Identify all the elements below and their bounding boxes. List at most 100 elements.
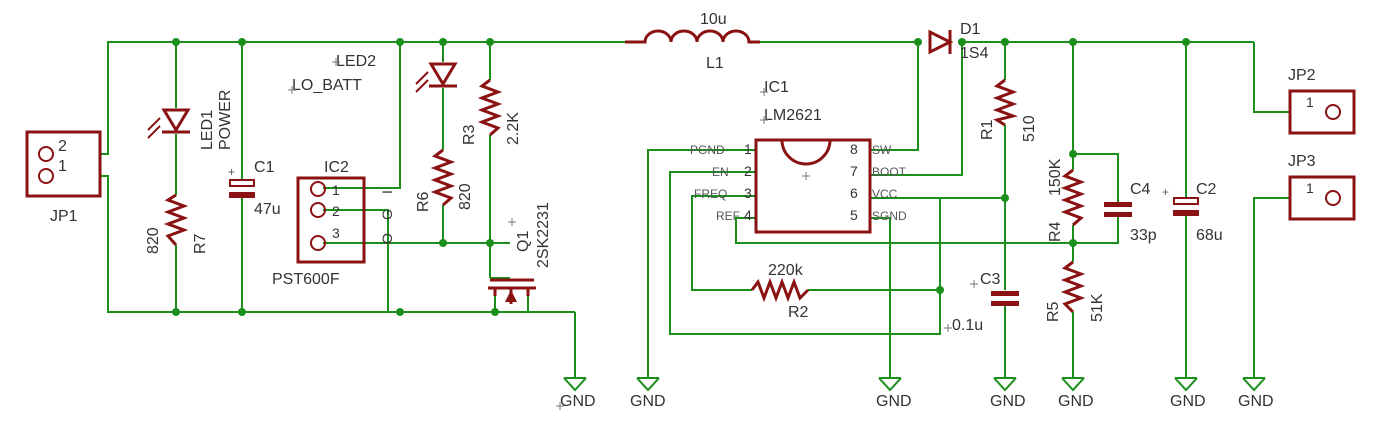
ic1-pin3-name: FREQ [694, 187, 727, 201]
ic2-pin1-label: 1 [332, 182, 340, 198]
r6-value: 820 [457, 183, 474, 210]
ic1-pin2-name: EN [712, 165, 729, 179]
r5-name: R5 [1045, 301, 1062, 322]
c2-value: 68u [1196, 227, 1223, 244]
ic1-pin5-name: SGND [872, 209, 907, 223]
capacitor-c4: C4 33p [1104, 181, 1157, 244]
ic1-pin6-name: VCC [872, 187, 898, 201]
gnd-label: GND [560, 393, 596, 410]
d1-value: 1S4 [960, 45, 989, 62]
r3-name: R3 [461, 124, 478, 145]
c4-name: C4 [1130, 181, 1151, 198]
l1-value: 10u [700, 11, 727, 28]
ic1-pin7-name: BOOT [872, 165, 907, 179]
r2-name: R2 [788, 304, 809, 321]
gnd-r5: GND [1058, 377, 1094, 410]
jp1-pin1-label: 1 [58, 158, 67, 175]
r1-value: 510 [1021, 115, 1038, 142]
capacitor-c3: C3 0.1u [952, 271, 1019, 334]
svg-text:+: + [228, 165, 235, 179]
ic1-pin6-num: 6 [850, 185, 858, 201]
ic1-pin5-num: 5 [850, 207, 858, 223]
resistor-r4: R4 150K [1047, 158, 1086, 242]
ic1-pin8-num: 8 [850, 141, 858, 157]
c1-value: 47u [254, 201, 281, 218]
ic1-pin8-name: SW [872, 143, 892, 157]
gnd-c3: GND [990, 377, 1026, 410]
ic1-pin3-num: 3 [744, 185, 752, 201]
mosfet-q1: Q1 2SK2231 [488, 202, 552, 304]
resistor-r2: 220k R2 [750, 262, 810, 321]
c3-name: C3 [980, 271, 1001, 288]
gnd-jp3: GND [1238, 377, 1274, 410]
origin-markers [288, 58, 978, 410]
gnd-ic1-pgnd: GND [630, 377, 666, 410]
gnd-label: GND [1170, 393, 1206, 410]
led1-value: POWER [217, 90, 234, 150]
r3-value: 2.2K [505, 112, 522, 145]
capacitor-c2: + C2 68u [1162, 181, 1223, 244]
r2-value: 220k [768, 262, 804, 279]
r7-name: R7 [192, 233, 209, 254]
ic2-pin2-label: 2 [332, 203, 340, 219]
r7-value: 820 [145, 227, 162, 254]
c3-value: 0.1u [952, 317, 983, 334]
led-led2: LED2 LO_BATT [292, 53, 458, 94]
led2-name: LED2 [336, 53, 376, 70]
resistor-r7: 820 R7 [145, 193, 209, 254]
ic1-pin2-num: 2 [744, 163, 752, 179]
jp2-name: JP2 [1288, 67, 1316, 84]
resistor-r6: R6 820 [415, 148, 474, 212]
ic1-pin7-num: 7 [850, 163, 858, 179]
led1-name: LED1 [199, 110, 216, 150]
resistor-r3: R3 2.2K [461, 78, 522, 145]
ic2-pin3-label: 3 [332, 225, 340, 241]
regulator-ic2: 1 2 3 I G O IC2 PST600F [272, 159, 395, 288]
connector-jp2: 1 JP2 [1288, 67, 1356, 135]
gnd-label: GND [1238, 393, 1274, 410]
ic1-name: IC1 [764, 79, 789, 96]
wires [100, 41, 1290, 378]
gnd-c2: GND [1170, 377, 1206, 410]
jp1-name: JP1 [50, 208, 78, 225]
r4-name: R4 [1047, 221, 1064, 242]
ic1-pin4-name: REF [716, 209, 740, 223]
gnd-ic1-sgnd: GND [876, 377, 912, 410]
ic2-name: IC2 [324, 159, 349, 176]
junctions [172, 38, 1190, 316]
svg-text:+: + [1162, 185, 1169, 199]
diode-d1: D1 1S4 [928, 21, 989, 62]
l1-name: L1 [706, 55, 724, 72]
inductor-l1: 10u L1 [625, 11, 760, 72]
connector-jp3: 1 JP3 [1288, 153, 1356, 221]
resistor-r5: R5 51K [1045, 260, 1106, 322]
resistor-r1: R1 510 [979, 78, 1038, 142]
d1-name: D1 [960, 21, 981, 38]
gnd-label: GND [630, 393, 666, 410]
q1-value: 2SK2231 [535, 202, 552, 268]
gnd-label: GND [1058, 393, 1094, 410]
ic1-pin1-name: PGND [690, 143, 725, 157]
capacitor-c1: + C1 47u [228, 159, 281, 218]
r6-name: R6 [415, 191, 432, 212]
gnd-label: GND [990, 393, 1026, 410]
gnd-label: GND [876, 393, 912, 410]
connector-jp1: 2 1 JP1 [25, 130, 102, 225]
ic1-pin4-num: 4 [744, 207, 752, 223]
r4-value: 150K [1047, 158, 1064, 196]
c4-value: 33p [1130, 227, 1157, 244]
jp3-pin1-label: 1 [1306, 180, 1314, 196]
c2-name: C2 [1196, 181, 1217, 198]
ic2-pin-i: I [379, 190, 395, 194]
ic1-value: LM2621 [764, 107, 822, 124]
r1-name: R1 [979, 119, 996, 140]
led2-value: LO_BATT [292, 77, 362, 94]
ic-ic1: IC1 LM2621 1 PGND 2 EN 3 FREQ 4 REF 8 SW… [690, 79, 907, 234]
q1-name: Q1 [515, 231, 532, 252]
led-led1: LED1 POWER [147, 90, 234, 150]
gnd-symbols: GND GND GND GND GND GND [560, 377, 1274, 410]
gnd-q1: GND [560, 377, 596, 410]
jp2-pin1-label: 1 [1306, 94, 1314, 110]
c1-name: C1 [254, 159, 275, 176]
